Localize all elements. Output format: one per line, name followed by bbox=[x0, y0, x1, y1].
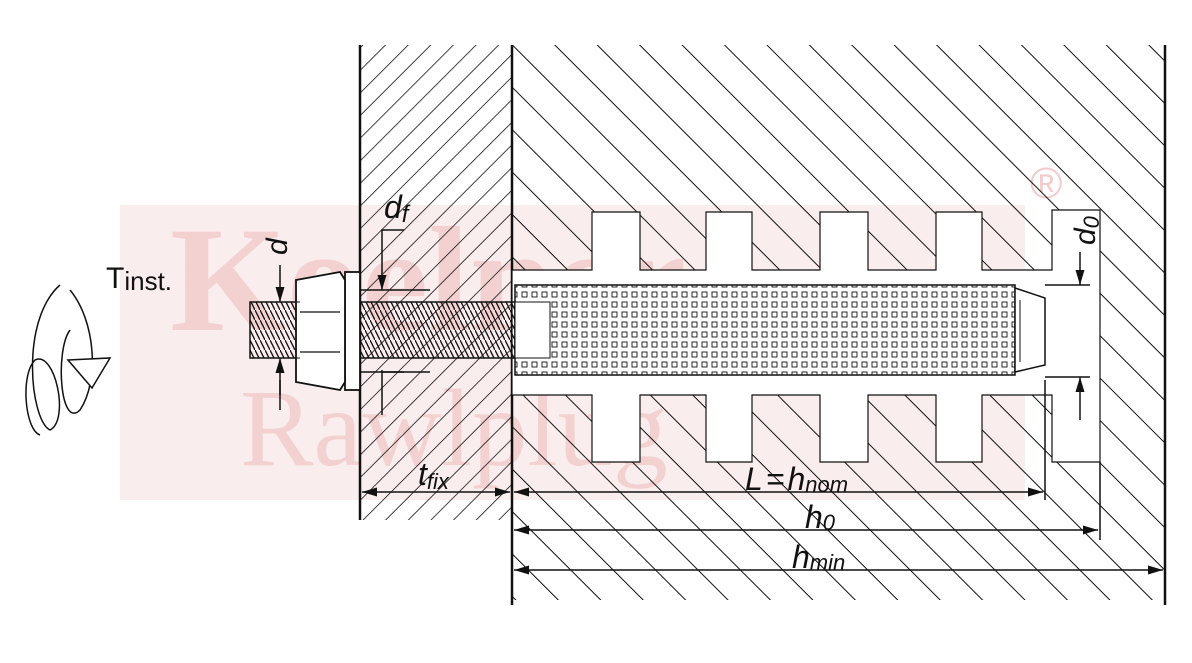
threaded-rod bbox=[249, 301, 551, 359]
label-tfix: tfix bbox=[418, 456, 450, 494]
label-hnom: L=hnom bbox=[745, 461, 848, 497]
torque-rotation-icon bbox=[25, 284, 112, 436]
dimension-hnom bbox=[514, 380, 1046, 500]
label-d0: d0 bbox=[1069, 215, 1104, 245]
dimension-h0 bbox=[514, 462, 1101, 540]
hex-nut bbox=[295, 271, 346, 391]
label-torque: Tinst. bbox=[106, 262, 172, 296]
label-df: df bbox=[384, 189, 411, 228]
mesh-sleeve bbox=[514, 284, 1046, 376]
washer bbox=[344, 271, 361, 391]
dimension-df bbox=[360, 229, 430, 415]
label-d: d bbox=[261, 237, 294, 255]
dimension-d0 bbox=[1045, 252, 1090, 420]
label-h0: h0 bbox=[805, 499, 836, 535]
label-hmin: hmin bbox=[792, 539, 845, 575]
dimension-d bbox=[265, 265, 300, 410]
